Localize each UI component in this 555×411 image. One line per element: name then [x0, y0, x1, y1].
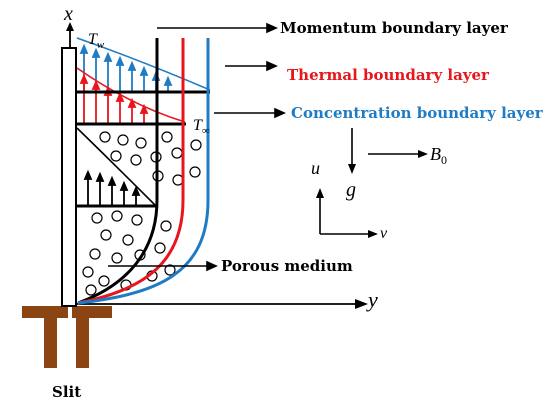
slit-label: Slit [52, 383, 81, 401]
concentration-boundary-layer-label: Concentration boundary layer [291, 104, 544, 122]
slit-blocks [22, 306, 112, 368]
velocity-v-label: v [380, 225, 388, 242]
slit-left-stem [44, 316, 57, 368]
velocity-profile-arrows [83, 169, 141, 205]
vertical-plate [61, 47, 77, 307]
thermal-profile-arrows [79, 73, 149, 124]
y-axis-arrowhead [355, 299, 368, 309]
x-axis-arrowhead [66, 22, 74, 31]
porous-medium-label: Porous medium [221, 257, 353, 275]
velocity-profile-curve [76, 127, 156, 206]
slit-right-stem [76, 316, 89, 368]
concentration-boundary-layer-edge [77, 38, 210, 305]
slit-left-top [22, 306, 68, 318]
gravity-label: g [346, 179, 356, 201]
thermal-boundary-layer-label: Thermal boundary layer [287, 66, 490, 84]
gravity-arrowhead [348, 164, 356, 174]
x-axis-label: x [63, 3, 73, 25]
velocity-u-label: u [311, 158, 320, 178]
v-axis-arrowhead [368, 230, 378, 238]
u-axis-arrowhead [316, 188, 324, 198]
thermal-profile-curve [76, 67, 186, 123]
concentration-profile-curve [76, 37, 211, 91]
momentum-boundary-layer-edge [77, 38, 159, 305]
magnetic-field-label: B0 [430, 144, 447, 167]
momentum-boundary-layer-label: Momentum boundary layer [280, 19, 509, 37]
wall-temperature-label: Tw [88, 31, 105, 51]
slit-right-top [72, 306, 112, 318]
leader-arrows [108, 22, 286, 272]
magnetic-field-arrowhead [418, 150, 428, 158]
ambient-temperature-label: T∞ [193, 117, 210, 137]
y-axis-label: y [366, 287, 378, 312]
